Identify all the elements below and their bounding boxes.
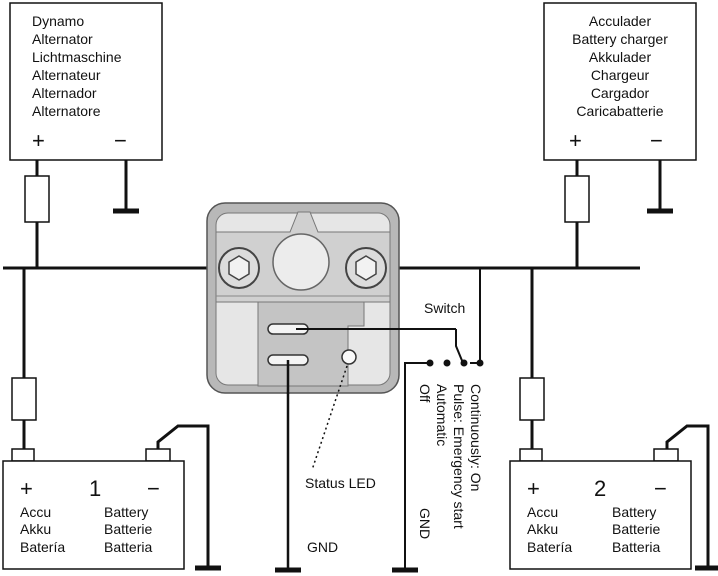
fuses xyxy=(11,175,590,421)
battery2-ground-lead xyxy=(665,424,710,568)
left-bolt-nut-icon xyxy=(228,255,250,281)
battery2-minus-terminal xyxy=(653,448,679,462)
charger-label-5: Cargador xyxy=(591,85,650,101)
alternator-labels: Dynamo Alternator Lichtmaschine Alternat… xyxy=(32,13,127,153)
charger-minus: − xyxy=(650,128,663,153)
battery1-minus: − xyxy=(147,476,160,501)
battery2-right-2: Batterie xyxy=(612,521,660,537)
battery1-plus-terminal xyxy=(11,448,35,462)
battery1-left-1: Accu xyxy=(20,504,51,520)
battery1-left-3: Batería xyxy=(20,539,65,555)
switch-label: Switch xyxy=(424,300,465,316)
alternator-label-6: Alternatore xyxy=(32,103,101,119)
battery1-minus-terminal xyxy=(145,448,171,462)
switch-contact-automatic xyxy=(443,359,451,367)
battery1-ground-lead xyxy=(156,424,210,568)
battery-2: + 2 − Accu Akku Batería Battery Batterie… xyxy=(509,448,692,570)
charger-label-4: Chargeur xyxy=(591,67,650,83)
status-led-leader xyxy=(311,365,348,471)
alternator-box xyxy=(9,2,163,161)
gnd-label-vertical: GND xyxy=(417,508,433,539)
battery2-left-3: Batería xyxy=(527,539,572,555)
battery1-left-2: Akku xyxy=(20,521,51,537)
fuse-battery1 xyxy=(11,377,37,421)
switch-automatic-label: Automatic xyxy=(434,384,450,446)
switch-gnd-wire xyxy=(404,362,430,570)
battery1-right-3: Batteria xyxy=(104,539,152,555)
right-bolt-nut-icon xyxy=(355,255,377,281)
switch-pulse-label: Pulse: Emergency start xyxy=(451,384,467,529)
fuse-battery2 xyxy=(519,377,545,421)
alternator-label-1: Dynamo xyxy=(32,13,84,29)
switch-lever xyxy=(455,329,464,364)
alternator-label-2: Alternator xyxy=(32,31,93,47)
battery2-right-1: Battery xyxy=(612,504,656,520)
charger-label-2: Battery charger xyxy=(572,31,668,47)
battery1-number: 1 xyxy=(89,476,101,501)
battery2-left-1: Accu xyxy=(527,504,558,520)
charger-label-3: Akkulader xyxy=(589,49,652,65)
switch-off-label: Off xyxy=(417,384,433,403)
alternator-plus: + xyxy=(32,128,45,153)
battery1-right-1: Battery xyxy=(104,504,148,520)
switch-contact-pulse xyxy=(460,359,468,367)
relay-connector-block xyxy=(257,301,365,387)
wiring xyxy=(3,160,718,573)
status-led-icon xyxy=(341,349,357,365)
switch-continuous-label: Continuously: On xyxy=(468,384,484,491)
battery2-plus-terminal xyxy=(519,448,543,462)
charger-box xyxy=(543,2,697,161)
battery2-left-2: Akku xyxy=(527,521,558,537)
charger-label-6: Caricabatterie xyxy=(576,103,663,119)
fuse-charger xyxy=(564,175,590,223)
switch-contact-continuous xyxy=(476,359,484,367)
gnd-label-bottom: GND xyxy=(307,539,338,555)
battery-1: + 1 − Accu Akku Batería Battery Batterie… xyxy=(2,448,185,570)
battery2-minus: − xyxy=(654,476,667,501)
relay-center-cap xyxy=(272,233,330,291)
fuse-alternator xyxy=(24,175,50,223)
switch-contacts xyxy=(426,359,484,367)
battery1-right-2: Batterie xyxy=(104,521,152,537)
battery2-body xyxy=(509,460,692,570)
charger-plus: + xyxy=(569,128,582,153)
relay-unit xyxy=(206,202,400,394)
alternator-label-3: Lichtmaschine xyxy=(32,49,122,65)
alternator-minus: − xyxy=(114,128,127,153)
battery1-body xyxy=(2,460,185,570)
battery2-right-3: Batteria xyxy=(612,539,660,555)
alternator-label-5: Alternador xyxy=(32,85,97,101)
switch-feed-wire xyxy=(470,268,481,364)
battery1-plus: + xyxy=(20,476,33,501)
switch-contact-off xyxy=(426,359,434,367)
charger-label-1: Acculader xyxy=(589,13,652,29)
switch-position-labels: Off Automatic Pulse: Emergency start Con… xyxy=(417,384,484,539)
battery2-number: 2 xyxy=(594,476,606,501)
battery2-plus: + xyxy=(527,476,540,501)
status-led-label: Status LED xyxy=(305,475,376,491)
alternator-label-4: Alternateur xyxy=(32,67,101,83)
charger-labels: Acculader Battery charger Akkulader Char… xyxy=(572,13,668,119)
